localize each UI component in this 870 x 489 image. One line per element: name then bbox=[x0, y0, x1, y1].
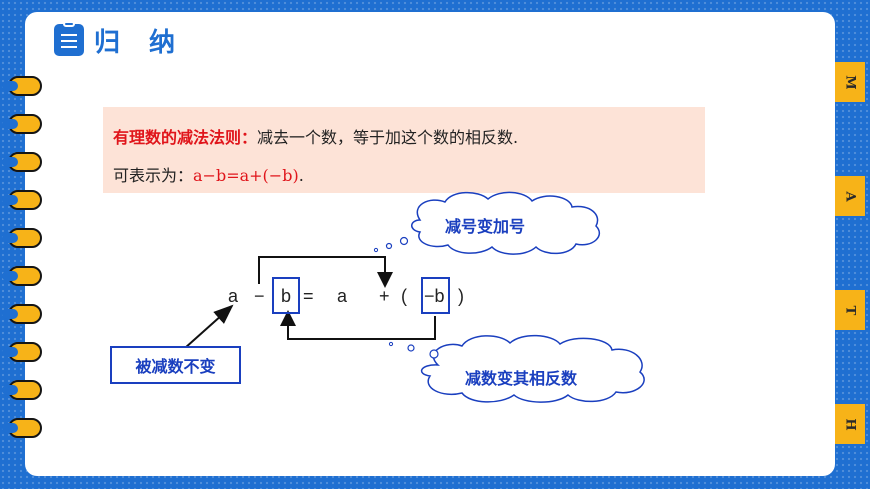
plus-sign: + bbox=[379, 286, 390, 306]
b-box bbox=[272, 277, 300, 314]
rule-text: 减去一个数，等于加这个数的相反数. bbox=[257, 128, 519, 147]
open-paren: ( bbox=[401, 286, 407, 306]
side-tab-t[interactable]: T bbox=[835, 290, 865, 330]
rule-box: 有理数的减法法则：减去一个数，等于加这个数的相反数. 可表示为：a−b=a+(−… bbox=[103, 107, 705, 193]
side-tab-m[interactable]: M bbox=[835, 62, 865, 102]
binder-ring bbox=[2, 418, 42, 438]
binder-ring bbox=[2, 114, 42, 134]
term-neg-b: −b bbox=[424, 286, 445, 306]
cloud-top bbox=[411, 191, 601, 255]
side-tab-a[interactable]: A bbox=[835, 176, 865, 216]
term-a-left: a bbox=[228, 286, 239, 306]
binder-ring bbox=[2, 304, 42, 324]
rule-line-2: 可表示为：a−b=a+(−b). bbox=[113, 162, 304, 186]
rule-label: 有理数的减法法则： bbox=[113, 128, 258, 147]
page-title: 归 纳 bbox=[94, 28, 186, 58]
term-a-right: a bbox=[337, 286, 348, 306]
side-tab-h[interactable]: H bbox=[835, 404, 865, 444]
equals-sign: = bbox=[303, 286, 314, 306]
binder-ring bbox=[2, 380, 42, 400]
term-b: b bbox=[281, 286, 292, 306]
clipboard-icon bbox=[54, 21, 84, 56]
bottom-bracket-arrow bbox=[280, 310, 436, 340]
cloud-bottom-text: 减数变其相反数 bbox=[465, 369, 578, 388]
formula-prefix: 可表示为： bbox=[113, 166, 194, 185]
neg-b-box bbox=[421, 277, 450, 314]
close-paren: ) bbox=[458, 286, 464, 306]
binder-ring bbox=[2, 342, 42, 362]
label-arrow bbox=[184, 304, 234, 349]
cloud-top-text: 减号变加号 bbox=[445, 217, 526, 236]
rule-line-1: 有理数的减法法则：减去一个数，等于加这个数的相反数. bbox=[113, 124, 518, 148]
cloud-bottom bbox=[420, 334, 645, 403]
binder-ring bbox=[2, 228, 42, 248]
label-unchanged: 被减数不变 bbox=[110, 346, 241, 384]
formula: a−b=a+(−b) bbox=[193, 166, 299, 185]
formula-suffix: . bbox=[298, 166, 304, 185]
minus-sign: − bbox=[254, 286, 265, 306]
binder-ring bbox=[2, 152, 42, 172]
top-bracket-arrow bbox=[258, 256, 393, 288]
binder-ring bbox=[2, 266, 42, 286]
binder-ring bbox=[2, 190, 42, 210]
binder-ring bbox=[2, 76, 42, 96]
